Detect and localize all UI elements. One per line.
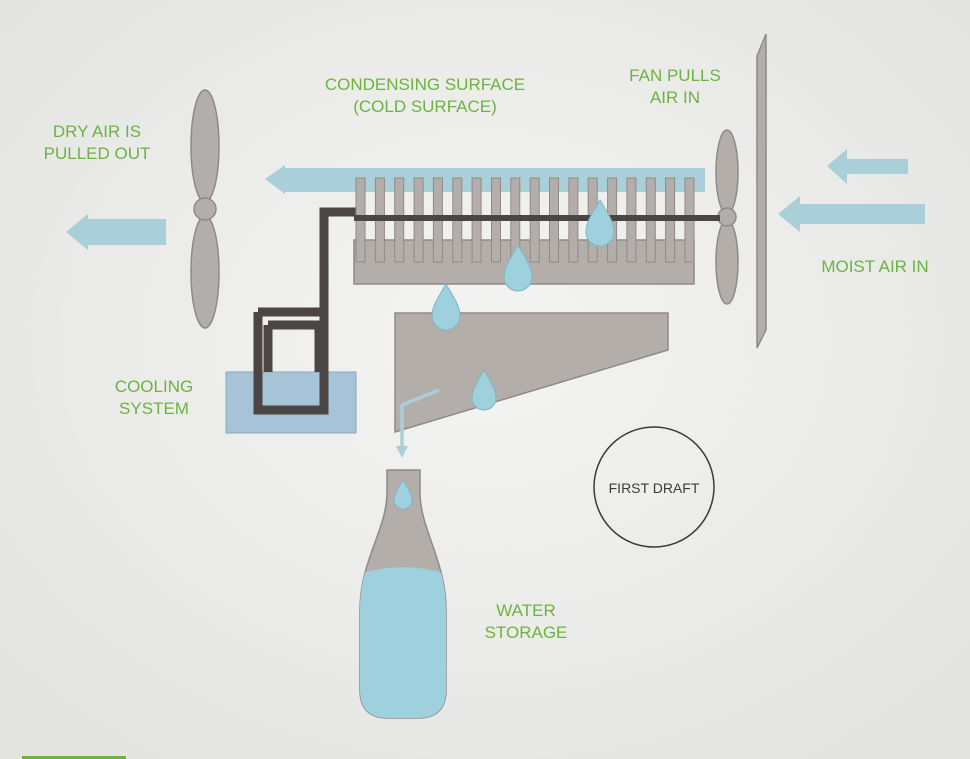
droplet [503, 243, 533, 292]
coolant-loop-top [263, 320, 324, 372]
fan-panel [756, 33, 767, 349]
cooling-system-box [225, 371, 357, 434]
intake-fan-icon [715, 129, 739, 305]
cooling-system-line-2: SYSTEM [119, 399, 189, 418]
first-draft-text: FIRST DRAFT [608, 480, 700, 496]
bottle-droplet [393, 479, 413, 510]
droplet [585, 198, 615, 247]
brand-strip [22, 756, 126, 759]
exhaust-fan-icon [190, 89, 220, 329]
coolant-pipe [253, 207, 358, 415]
dry-air-out-arrow [66, 214, 166, 250]
condensing-surface-label: CONDENSING SURFACE (COLD SURFACE) [318, 74, 532, 118]
dry-air-label: DRY AIR IS PULLED OUT [32, 121, 162, 165]
drain-arrowhead [396, 446, 408, 458]
drain-flow-line [400, 388, 440, 448]
airflow-through-arrow [265, 165, 705, 194]
moist-air-arrows [778, 149, 925, 232]
fan-pulls-line-2: AIR IN [649, 88, 701, 107]
water-storage-line-2: STORAGE [484, 623, 568, 642]
moist-air-label: MOIST AIR IN [808, 256, 942, 278]
condensing-surface-line-1: CONDENSING SURFACE [324, 75, 526, 94]
droplet [431, 282, 461, 331]
moist-air-arrow-upper [827, 149, 908, 184]
moist-air-line-1: MOIST AIR IN [821, 257, 929, 276]
first-draft-badge [593, 426, 715, 548]
collection-tray [394, 312, 669, 434]
moist-air-arrow-lower [778, 196, 925, 232]
dry-air-line-1: DRY AIR IS [52, 122, 142, 141]
cooling-system-label: COOLING SYSTEM [104, 376, 204, 420]
water-storage-label: WATER STORAGE [476, 600, 576, 644]
fan-pulls-label: FAN PULLS AIR IN [620, 65, 730, 109]
cooling-system-line-1: COOLING [114, 377, 194, 396]
fan-pulls-line-1: FAN PULLS [629, 66, 721, 85]
bottle-water-level [360, 567, 446, 718]
water-droplets [431, 198, 615, 411]
condensing-surface-line-2: (COLD SURFACE) [353, 97, 497, 116]
water-storage-line-1: WATER [496, 601, 556, 620]
droplet [471, 368, 497, 411]
dry-air-line-2: PULLED OUT [43, 144, 151, 163]
